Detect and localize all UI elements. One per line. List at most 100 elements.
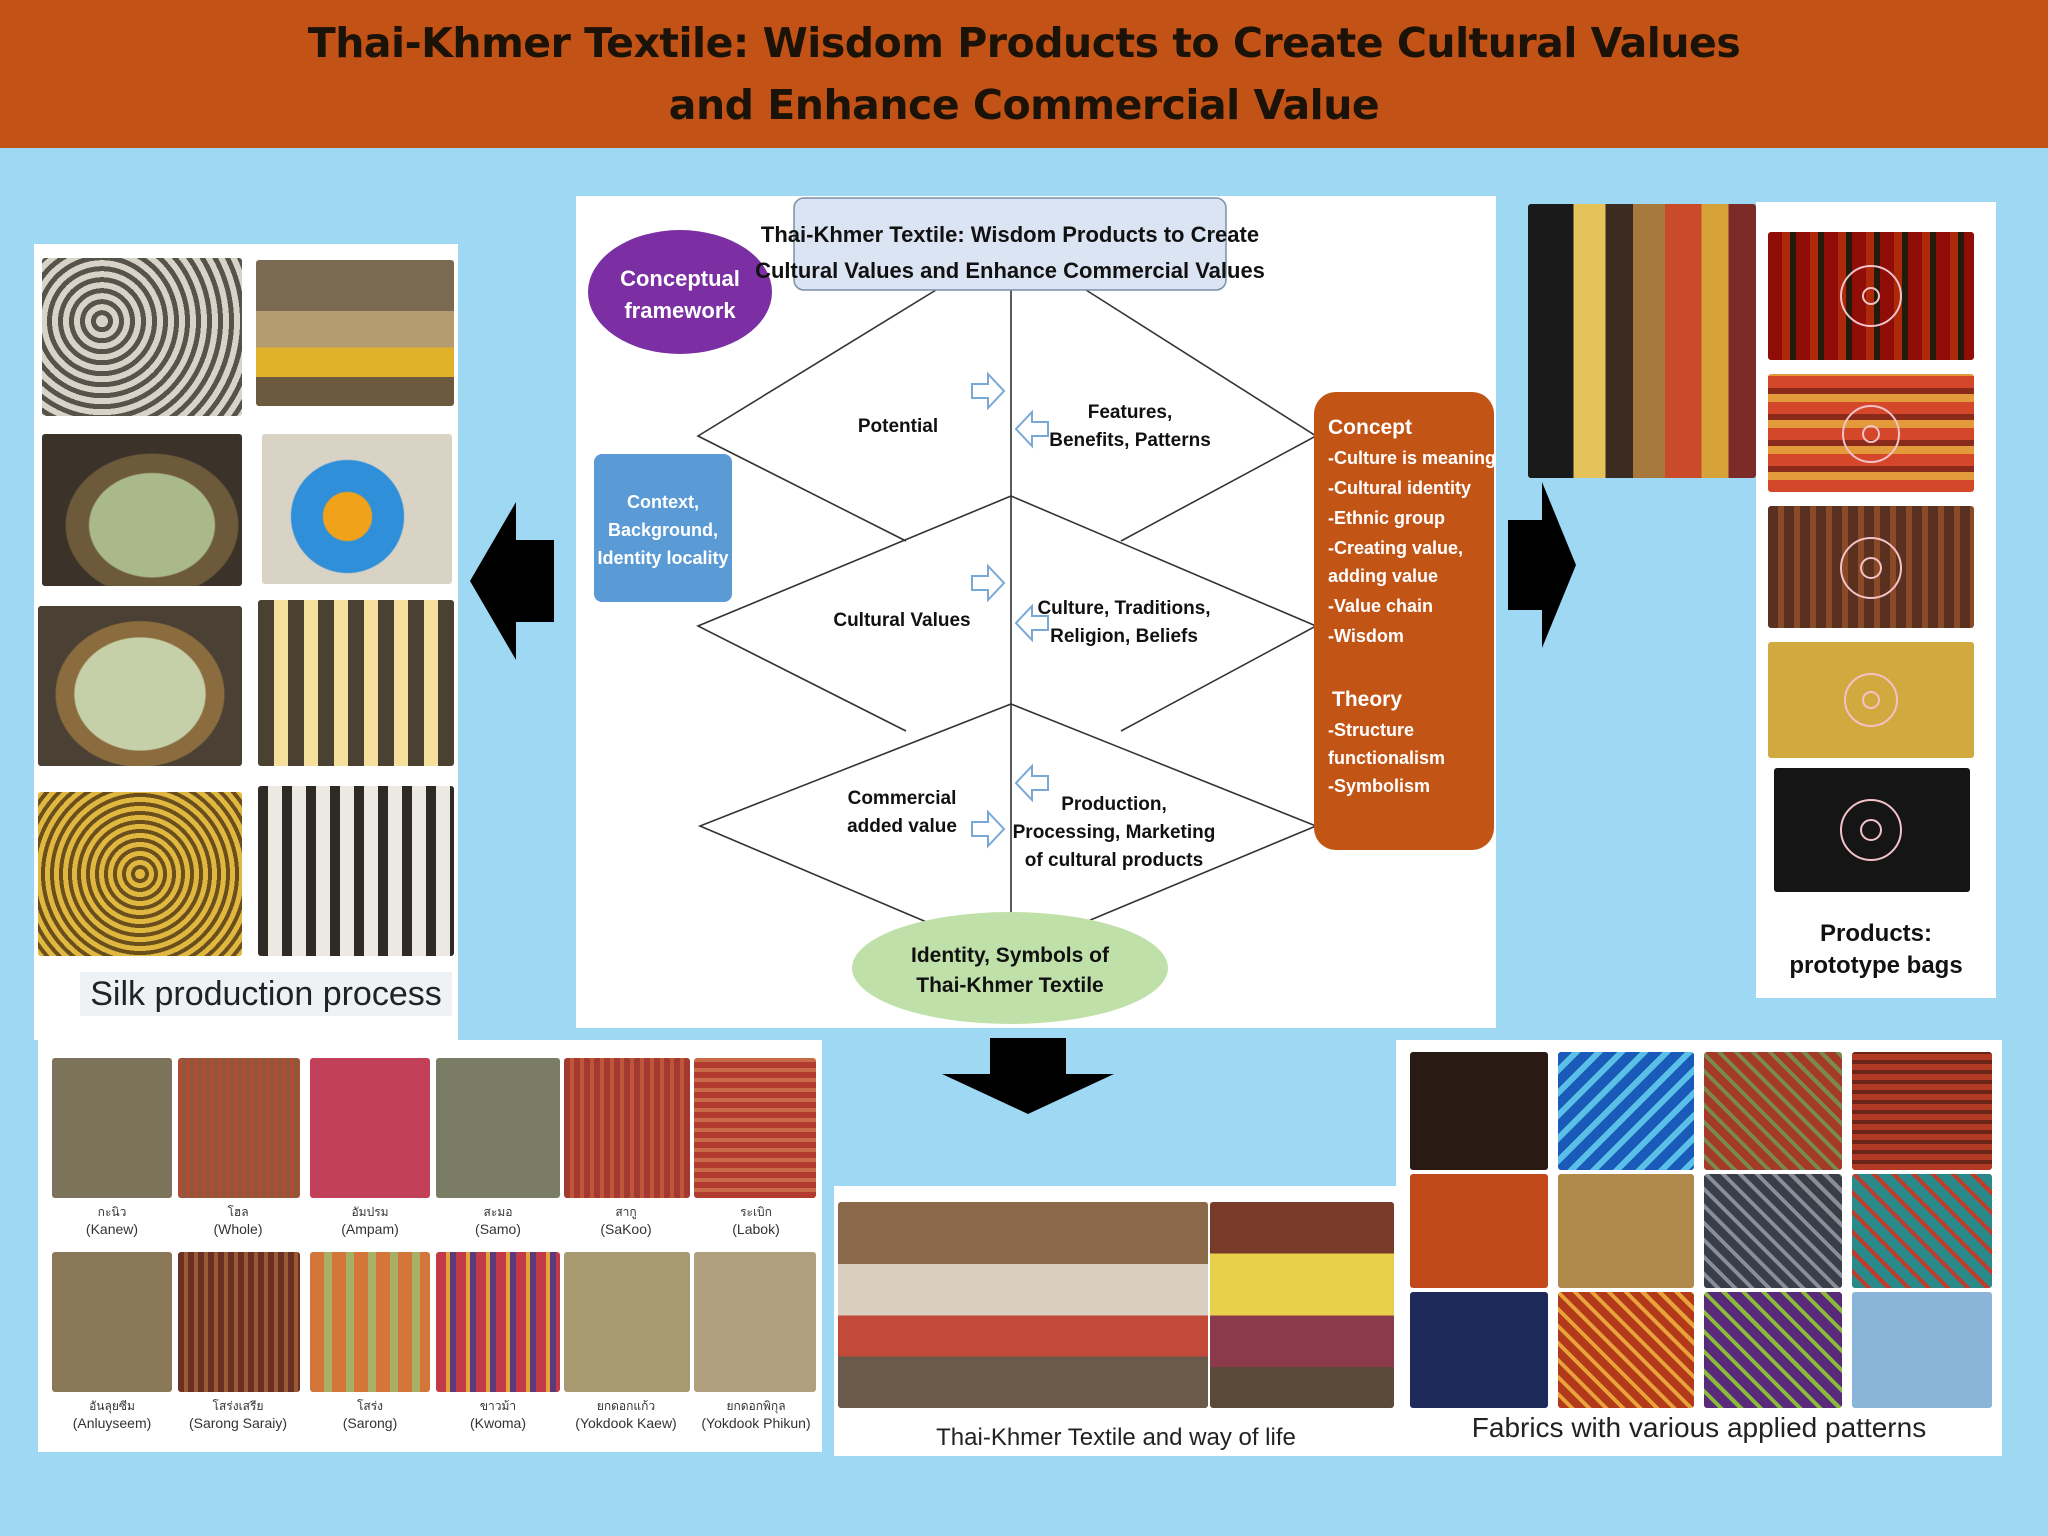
applied-patterns-panel: Fabrics with various applied patterns	[1396, 1040, 2002, 1456]
swatch-label-ampam: อัมปรม(Ampam)	[308, 1204, 432, 1238]
swatch-en-sarong: (Sarong)	[342, 1415, 398, 1431]
row2-right-2: Religion, Beliefs	[1050, 626, 1198, 647]
swatch-label-samo: สะมอ (Samo)	[436, 1204, 560, 1238]
swatch-label-sarong-saraiy: โสร่งเสรีย (Sarong Saraiy)	[176, 1398, 300, 1432]
swatch-label-kwoma: ขาวม้า(Kwoma)	[436, 1398, 560, 1432]
silkworm-photo	[42, 258, 242, 416]
context-box	[594, 454, 732, 602]
swatch-th-yokdook-phikun: ยกดอกพิกุล	[726, 1399, 786, 1413]
identity-ellipse	[852, 912, 1168, 1024]
conceptual-framework-badge	[588, 230, 772, 354]
group-photo	[1210, 1202, 1394, 1408]
swatch-yokdook-kaew	[564, 1252, 690, 1392]
concept-item-6: -Value chain	[1328, 596, 1433, 616]
concept-item-1: -Culture is meaning	[1328, 448, 1496, 468]
swatch-label-yokdook-kaew: ยกดอกแก้ว (Yokdook Kaew)	[564, 1398, 688, 1432]
pattern-gold	[1558, 1174, 1694, 1288]
silk-caption: Silk production process	[90, 975, 442, 1013]
concept-box	[1314, 392, 1494, 850]
framework-title-1: Thai-Khmer Textile: Wisdom Products to C…	[761, 222, 1259, 247]
arrow-right-icon	[1508, 482, 1576, 648]
swatch-whole	[178, 1058, 300, 1198]
diamond-lines	[696, 289, 1319, 927]
framework-title-box	[793, 197, 1227, 291]
swatch-en-sarong-saraiy: (Sarong Saraiy)	[188, 1415, 288, 1431]
swatch-sarong	[310, 1252, 430, 1392]
pattern-red-diamond	[1704, 1052, 1842, 1170]
bag-plaid-orange	[1768, 374, 1974, 492]
pattern-purple-diamond	[1704, 1292, 1842, 1408]
swatch-th-sarong-saraiy: โสร่งเสรีย	[212, 1399, 264, 1413]
swatch-labok	[694, 1058, 816, 1198]
swatch-en-yokdook-kaew: (Yokdook Kaew)	[575, 1415, 677, 1431]
silk-production-panel: Silk production process	[34, 244, 458, 1040]
swatch-th-ampam: อัมปรม	[351, 1205, 389, 1219]
row3-right-3: of cultural products	[1025, 850, 1203, 871]
swatch-th-samo: สะมอ	[483, 1205, 513, 1219]
swatch-en-samo: (Samo)	[475, 1221, 521, 1237]
swatch-anluyseem	[52, 1252, 172, 1392]
conceptual-framework-panel: Conceptual framework Thai-Khmer Textile:…	[576, 196, 1496, 1028]
row3-right-2: Processing, Marketing	[1013, 822, 1216, 843]
pattern-orange-geo	[1558, 1292, 1694, 1408]
fabric-swatches-panel: กะนิว (Kanew) โฮล (Whole) อัมปรม(Ampam) สะ…	[38, 1040, 822, 1452]
pattern-elephant	[1410, 1052, 1548, 1170]
theory-item-2: functionalism	[1328, 748, 1445, 768]
concept-item-3: -Ethnic group	[1328, 508, 1445, 528]
row3-left-2: added value	[847, 816, 957, 837]
swatch-label-anluyseem: อันลุยซีม (Anluyseem)	[50, 1398, 174, 1432]
pattern-peacock	[1410, 1174, 1548, 1288]
pattern-grey-ikat	[1704, 1174, 1842, 1288]
swatch-th-yokdook-kaew: ยกดอกแก้ว	[596, 1399, 656, 1413]
swatch-label-sarong: โสร่ง(Sarong)	[308, 1398, 432, 1432]
badge-text-2: framework	[624, 298, 736, 323]
row3-right-1: Production,	[1061, 794, 1167, 815]
bag-brown	[1768, 506, 1974, 628]
concept-item-4: -Creating value,	[1328, 538, 1463, 558]
way-of-life-caption: Thai-Khmer Textile and way of life	[936, 1424, 1296, 1451]
yellow-yarn-photo	[258, 600, 454, 766]
swatch-en-yokdook-phikun: (Yokdook Phikun)	[701, 1415, 811, 1431]
arrow-left-icon	[470, 502, 554, 660]
swatch-label-kanew: กะนิว (Kanew)	[50, 1204, 174, 1238]
swatch-en-labok: (Labok)	[732, 1221, 780, 1237]
theory-item-1: -Structure	[1328, 720, 1414, 740]
swatch-sarong-saraiy	[178, 1252, 300, 1392]
swatch-label-sakoo: สากู(SaKoo)	[564, 1204, 688, 1238]
swatch-kanew	[52, 1058, 172, 1198]
pattern-vase	[1852, 1292, 1992, 1408]
swatch-ampam	[310, 1058, 430, 1198]
concept-item-7: -Wisdom	[1328, 626, 1404, 646]
swatch-yokdook-phikun	[694, 1252, 816, 1392]
pattern-deer	[1410, 1292, 1548, 1408]
concept-item-2: -Cultural identity	[1328, 478, 1471, 498]
badge-text-1: Conceptual	[620, 266, 740, 291]
swatch-sakoo	[564, 1058, 690, 1198]
row1-left: Potential	[858, 416, 938, 437]
identity-text-1: Identity, Symbols of	[911, 944, 1110, 967]
pattern-teal-zigzag	[1852, 1174, 1992, 1288]
swatch-en-kanew: (Kanew)	[85, 1221, 139, 1237]
framework-diagram: Conceptual framework Thai-Khmer Textile:…	[588, 197, 1496, 1024]
theory-title: Theory	[1332, 688, 1402, 711]
row3-left-1: Commercial	[848, 788, 957, 809]
textile-display-photo	[1528, 204, 1756, 478]
swatch-th-whole: โฮล	[227, 1205, 249, 1219]
swatch-th-kanew: กะนิว	[97, 1205, 127, 1219]
swatch-label-labok: ระเบิก(Labok)	[694, 1204, 818, 1238]
bag-black	[1774, 768, 1970, 892]
identity-text-2: Thai-Khmer Textile	[916, 974, 1103, 997]
white-yarn-photo	[258, 786, 454, 956]
swatch-en-anluyseem: (Anluyseem)	[72, 1415, 152, 1431]
swatch-en-whole: (Whole)	[213, 1221, 263, 1237]
bag-plaid-red	[1768, 232, 1974, 360]
swatch-en-sakoo: (SaKoo)	[600, 1221, 652, 1237]
flower-motif-icons	[1840, 265, 1902, 861]
swatch-th-anluyseem: อันลุยซีม	[89, 1399, 135, 1413]
silk-caption-box	[80, 972, 452, 1016]
villagers-photo	[256, 260, 454, 406]
applied-patterns-caption: Fabrics with various applied patterns	[1471, 1412, 1927, 1443]
pattern-red-stripe	[1852, 1052, 1992, 1170]
row1-right-2: Benefits, Patterns	[1049, 430, 1211, 451]
row2-left: Cultural Values	[833, 610, 970, 631]
